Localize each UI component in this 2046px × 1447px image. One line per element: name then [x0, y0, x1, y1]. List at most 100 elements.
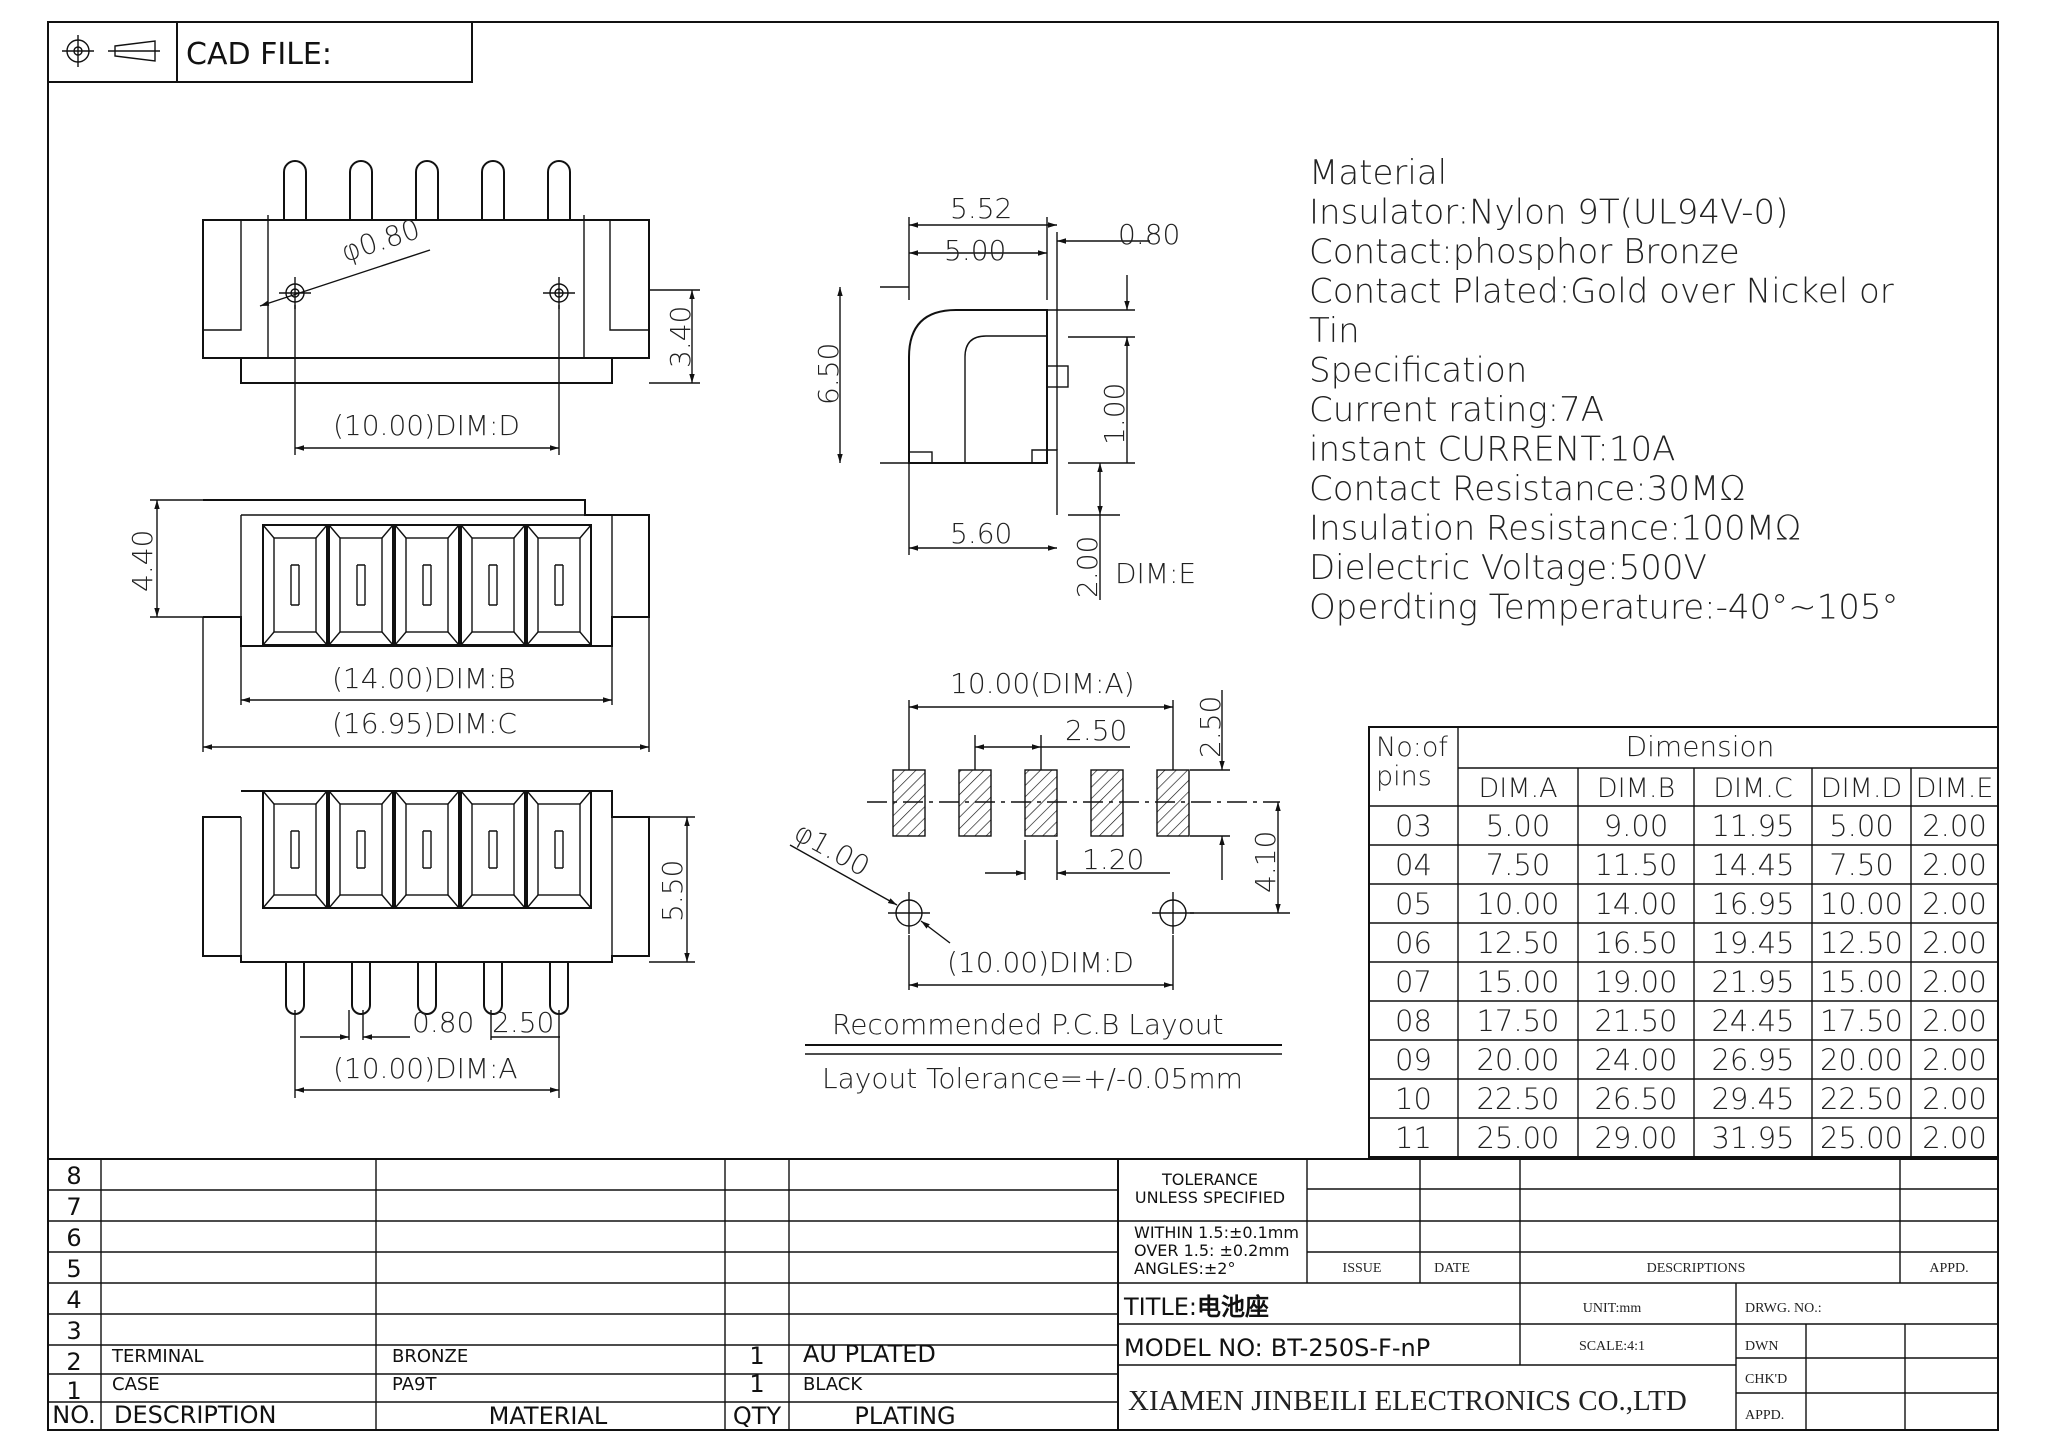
bottom-height: 5.50 — [656, 860, 689, 922]
front-slot-contact — [488, 564, 498, 606]
front-slot-bevel — [394, 631, 407, 646]
bom-row-number: 1 — [66, 1377, 81, 1405]
hole-right — [543, 277, 575, 309]
model-line: MODEL NO:BT-250S-F-nP — [1124, 1334, 1430, 1362]
side-height: 6.50 — [812, 343, 845, 405]
dim-table-cell: 29.45 — [1711, 1082, 1794, 1116]
dim-table-cell: 2.00 — [1922, 887, 1987, 921]
dim-table-border — [1368, 726, 1999, 1158]
dim-table-cell: 09 — [1395, 1043, 1432, 1077]
dim-table-cell: 11.95 — [1711, 809, 1794, 843]
side-view: 5.52 5.00 0.80 6.50 1.00 5.60 2.00 DIM:E — [812, 192, 1196, 600]
dim-table-cell: 07 — [1395, 965, 1432, 999]
tolerance-title: UNLESS SPECIFIED — [1135, 1188, 1285, 1207]
dim-table-cell: 16.50 — [1594, 926, 1677, 960]
bottom-slot — [328, 790, 394, 909]
dim-table-cell: 11 — [1395, 1121, 1432, 1155]
top-pin — [349, 160, 373, 220]
bottom-slot-contact — [554, 830, 564, 869]
dim-table-cell: 16.95 — [1711, 887, 1794, 921]
rev-descriptions: DESCRIPTIONS — [1647, 1261, 1746, 1276]
dim-table-cell: 15.00 — [1820, 965, 1903, 999]
rev-appd: APPD. — [1929, 1261, 1968, 1276]
dim-table-cell: 22.50 — [1476, 1082, 1559, 1116]
bottom-slot-bevel — [394, 894, 407, 909]
dim-table-cell: 06 — [1395, 926, 1432, 960]
front-slot-contact — [356, 564, 366, 606]
bottom-slot-bevel — [513, 790, 526, 805]
front-slot — [328, 524, 394, 646]
spec-line: Specification — [1309, 351, 1527, 391]
front-slot-inner — [471, 537, 515, 633]
dim-table-cell: 14.00 — [1594, 887, 1677, 921]
front-slot-bevel — [579, 524, 592, 539]
front-slot-bevel — [381, 524, 394, 539]
dim-table-cell: 10.00 — [1820, 887, 1903, 921]
bottom-slot-bevel — [579, 790, 592, 805]
bottom-pin — [351, 962, 371, 1015]
pcb-pad — [1024, 769, 1058, 837]
model-label: MODEL NO: — [1124, 1334, 1263, 1362]
bottom-slot-inner — [471, 803, 515, 896]
top-dim-d: (10.00)DIM:D — [333, 409, 520, 442]
bottom-slot-bevel — [394, 790, 407, 805]
bottom-slot-contact — [422, 830, 432, 869]
drwg-no-label: DRWG. NO.: — [1745, 1301, 1822, 1316]
pcb-dim-a: 10.00(DIM:A) — [950, 667, 1135, 700]
front-slot-bevel — [394, 524, 407, 539]
dim-table-cell: 12.50 — [1476, 926, 1559, 960]
appd-label: APPD. — [1745, 1408, 1784, 1423]
title-label: TITLE: — [1123, 1293, 1197, 1321]
front-slot-bevel — [460, 631, 473, 646]
front-view: 4.40 (14.00)DIM:B (16.95)DIM:C — [126, 499, 650, 752]
dim-table-cell: 26.95 — [1711, 1043, 1794, 1077]
bottom-pitch: 2.50 — [492, 1006, 554, 1039]
spec-line: Insulator:Nylon 9T(UL94V-0) — [1309, 193, 1788, 233]
dim-table-cell: 04 — [1395, 848, 1432, 882]
top-view: φ0.80 (10.00)DIM:D 3.40 — [202, 160, 700, 455]
dim-table-cell: 24.00 — [1594, 1043, 1677, 1077]
dim-table-cell: 14.45 — [1711, 848, 1794, 882]
bottom-slot-bevel — [513, 894, 526, 909]
front-slot-bevel — [579, 631, 592, 646]
pcb-pitch: 2.50 — [1065, 714, 1127, 747]
front-dim-b: (14.00)DIM:B — [332, 662, 516, 695]
dim-table-cell: 5.00 — [1486, 809, 1551, 843]
bottom-slot-bevel — [315, 790, 328, 805]
front-slot-contact — [422, 564, 432, 606]
front-slot-bevel — [447, 524, 460, 539]
dim-table-corner: pins — [1376, 761, 1432, 792]
rev-date: DATE — [1434, 1261, 1470, 1276]
bottom-pin — [285, 962, 305, 1015]
dim-table-cell: 21.50 — [1594, 1004, 1677, 1038]
bottom-slot-inner — [273, 803, 317, 896]
tolerance-title: TOLERANCE — [1161, 1170, 1258, 1189]
bottom-pin — [417, 962, 437, 1015]
bom-desc: CASE — [112, 1374, 160, 1395]
dim-table-cell: 19.00 — [1594, 965, 1677, 999]
bottom-slot-bevel — [262, 894, 275, 909]
dim-table-cell: 17.50 — [1820, 1004, 1903, 1038]
title-value: 电池座 — [1197, 1293, 1269, 1321]
dim-table-cell: 15.00 — [1476, 965, 1559, 999]
front-slot-bevel — [262, 524, 275, 539]
dim-table-cell: 7.50 — [1829, 848, 1894, 882]
front-slot-inner — [339, 537, 383, 633]
dim-table-cell: 2.00 — [1922, 926, 1987, 960]
top-pin — [283, 160, 307, 220]
dim-table-header: DIM.D — [1821, 773, 1902, 804]
bottom-slot — [526, 790, 592, 909]
top-pins — [283, 160, 571, 220]
title-line: TITLE:电池座 — [1123, 1293, 1269, 1321]
bom-plating: AU PLATED — [803, 1340, 936, 1368]
dim-table-cell: 7.50 — [1486, 848, 1551, 882]
dim-table-cell: 25.00 — [1820, 1121, 1903, 1155]
bottom-slot-bevel — [579, 894, 592, 909]
dim-table-cell: 2.00 — [1922, 1004, 1987, 1038]
bom-plating: BLACK — [803, 1374, 863, 1395]
bom-row-number: 4 — [66, 1286, 81, 1314]
bottom-pin — [483, 962, 503, 1015]
pcb-hole-left — [888, 892, 930, 934]
front-slot-bevel — [315, 524, 328, 539]
